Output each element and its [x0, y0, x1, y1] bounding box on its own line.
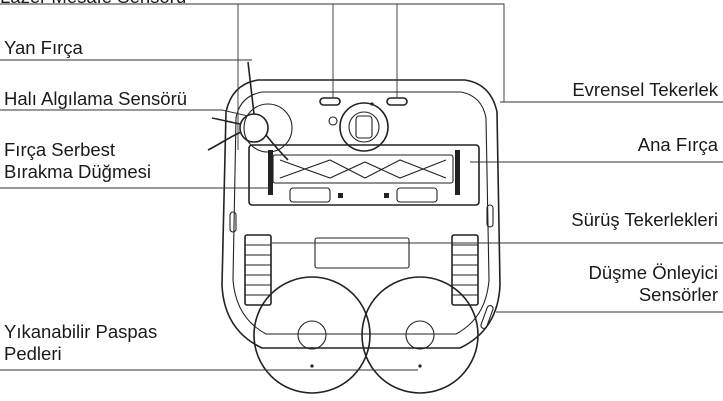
label-main-brush: Ana Fırça — [637, 134, 718, 155]
mop-pad-left-dot — [310, 364, 314, 368]
top-sensor-right — [386, 97, 408, 106]
drive-wheel-left-tread — [245, 244, 271, 296]
label-brush-release: Fırça Serbest Bırakma Düğmesi — [4, 139, 151, 183]
cliff-sensor-front — [480, 304, 494, 330]
main-brush-roller — [272, 154, 454, 184]
drive-wheel-left — [244, 234, 272, 306]
mop-pad-right — [361, 276, 479, 394]
label-drive-wheels: Sürüş Tekerlekleri — [571, 209, 718, 230]
label-carpet-sensor: Halı Algılama Sensörü — [4, 88, 188, 109]
robot-body-outline — [221, 79, 501, 349]
label-brush-release-line1: Fırça Serbest — [4, 139, 116, 160]
brush-latch-left — [289, 187, 331, 203]
label-brush-release-line2: Bırakma Düğmesi — [4, 161, 152, 182]
brush-release-right — [455, 150, 460, 195]
side-brush-arm-left2 — [211, 117, 241, 125]
mop-pad-right-dot — [418, 364, 422, 368]
universal-wheel-dot — [370, 102, 374, 106]
mop-pad-left-ring — [297, 320, 327, 350]
leader-top — [0, 3, 505, 150]
carpet-sensor — [328, 116, 338, 126]
cliff-sensor-left — [229, 211, 237, 233]
label-side-brush: Yan Fırça — [4, 37, 83, 58]
leader-carpet — [0, 109, 249, 117]
mop-pad-right-ring — [405, 320, 435, 350]
label-top-cut: Lazer Mesafe Sensörü — [0, 0, 186, 8]
main-brush-housing — [248, 144, 480, 206]
side-brush-arm-top — [247, 61, 255, 115]
drive-wheel-right — [451, 234, 479, 306]
center-panel — [314, 237, 410, 269]
label-mop-pads-line1: Yıkanabilir Paspas — [4, 321, 158, 342]
side-brush-arm-right — [265, 134, 289, 161]
brush-clip-2 — [384, 193, 389, 198]
label-mop-pads-line2: Pedleri — [4, 343, 62, 364]
universal-wheel-inner — [348, 111, 380, 143]
cliff-sensor-right — [486, 204, 494, 228]
brush-latch-right — [396, 187, 438, 203]
label-cliff-sensors: Düşme Önleyici Sensörler — [588, 262, 718, 306]
label-universal-wheel: Evrensel Tekerlek — [572, 79, 718, 100]
universal-wheel-outer — [339, 102, 389, 152]
brush-release-left — [268, 150, 273, 195]
main-brush-bristles — [279, 159, 447, 179]
label-cliff-sensors-line2: Sensörler — [638, 284, 718, 305]
drive-wheel-right-tread — [452, 244, 478, 296]
top-sensor-left — [319, 97, 341, 106]
brush-clip-1 — [338, 193, 343, 198]
universal-wheel-hub — [355, 115, 373, 139]
label-mop-pads: Yıkanabilir Paspas Pedleri — [4, 321, 157, 365]
label-cliff-sensors-line1: Düşme Önleyici — [588, 262, 718, 283]
mop-pad-left — [253, 276, 371, 394]
